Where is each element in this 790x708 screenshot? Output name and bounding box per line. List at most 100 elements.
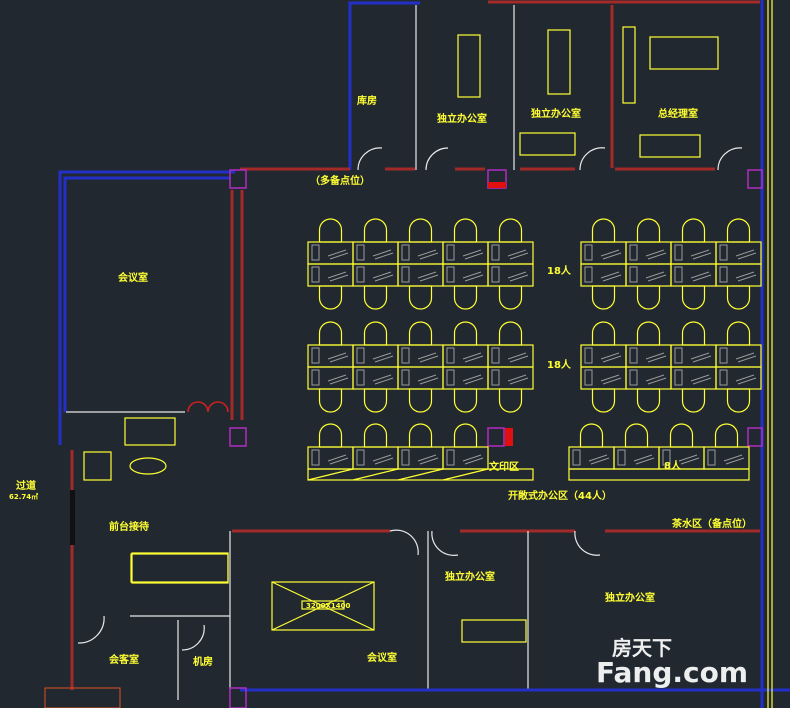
keyboard-icon — [462, 249, 484, 260]
chair — [636, 321, 661, 346]
keyboard-icon — [600, 249, 622, 260]
desk-drawer — [446, 449, 455, 466]
room-label-storage: 库房 — [357, 94, 377, 107]
keyboard-icon — [327, 271, 349, 282]
chair — [363, 218, 388, 243]
chair — [636, 218, 661, 243]
desk-drawer — [662, 449, 671, 466]
desk-drawer — [584, 347, 593, 364]
chair — [408, 388, 433, 413]
desk-drawer — [674, 369, 683, 386]
chair — [681, 321, 706, 346]
keyboard-icon — [735, 249, 757, 260]
chair — [714, 423, 739, 448]
chair — [363, 423, 388, 448]
chair — [681, 218, 706, 243]
desk-drawer — [584, 369, 593, 386]
row-2-count: 18人 — [547, 358, 572, 371]
desk-drawer — [629, 347, 638, 364]
keyboard-icon — [462, 271, 484, 282]
chair — [591, 388, 616, 413]
chair — [591, 321, 616, 346]
chair — [498, 285, 523, 310]
chair — [318, 423, 343, 448]
chair — [681, 285, 706, 310]
keyboard-icon — [645, 352, 667, 363]
workstation-desks — [307, 218, 762, 481]
keyboard-icon — [600, 374, 622, 385]
desk-drawer — [446, 266, 455, 283]
keyboard-icon — [417, 271, 439, 282]
desk-drawer — [446, 347, 455, 364]
keyboard-icon — [690, 249, 712, 260]
desk-drawer — [311, 449, 320, 466]
chair — [636, 285, 661, 310]
keyboard-icon — [462, 454, 484, 465]
chair — [363, 285, 388, 310]
keyboard-icon — [507, 249, 529, 260]
row-1-count: 18人 — [547, 264, 572, 277]
chair — [498, 218, 523, 243]
chair — [408, 423, 433, 448]
keyboard-icon — [507, 352, 529, 363]
desk-drawer — [674, 266, 683, 283]
desk-drawer — [446, 244, 455, 261]
desk-counter — [307, 468, 534, 481]
labels: 库房 独立办公室 独立办公室 总经理室 （多备点位） 会议室 18人 18人 8… — [9, 94, 752, 668]
corridor-area: 62.74㎡ — [9, 492, 38, 501]
room-label-office-1: 独立办公室 — [437, 112, 487, 125]
chair — [318, 388, 343, 413]
keyboard-icon — [507, 374, 529, 385]
meeting-room-2-label: 会议室 — [367, 651, 397, 664]
keyboard-icon — [600, 352, 622, 363]
desk-divider — [397, 468, 444, 481]
desk-drawer — [719, 266, 728, 283]
keyboard-icon — [327, 352, 349, 363]
keyboard-icon — [678, 454, 700, 465]
print-area-label: 文印区 — [489, 460, 519, 473]
office-3-label: 独立办公室 — [445, 570, 495, 583]
row-3-count: 8人 — [664, 459, 682, 472]
desk-drawer — [491, 244, 500, 261]
chair — [318, 285, 343, 310]
chair — [453, 388, 478, 413]
desk-drawer — [311, 244, 320, 261]
desk-drawer — [719, 347, 728, 364]
desk-drawer — [491, 369, 500, 386]
watermark-cn: 房天下 — [612, 636, 672, 660]
keyboard-icon — [690, 352, 712, 363]
chair — [408, 218, 433, 243]
keyboard-icon — [372, 249, 394, 260]
desk-drawer — [401, 347, 410, 364]
keyboard-icon — [372, 454, 394, 465]
keyboard-icon — [588, 454, 610, 465]
corridor-label: 过道 — [16, 479, 36, 492]
keyboard-icon — [645, 249, 667, 260]
desk-drawer — [629, 369, 638, 386]
desk-drawer — [356, 266, 365, 283]
desk-drawer — [674, 347, 683, 364]
chair — [591, 285, 616, 310]
keyboard-icon — [417, 352, 439, 363]
desk-drawer — [719, 369, 728, 386]
desk-drawer — [584, 244, 593, 261]
keyboard-icon — [417, 374, 439, 385]
keyboard-icon — [372, 271, 394, 282]
chair — [591, 218, 616, 243]
desk-drawer — [629, 244, 638, 261]
desk-drawer — [356, 347, 365, 364]
desk-drawer — [311, 347, 320, 364]
desk-divider — [307, 468, 354, 481]
keyboard-icon — [327, 374, 349, 385]
room-label-meeting-room-1: 会议室 — [118, 271, 148, 284]
chair — [318, 321, 343, 346]
chair — [726, 285, 751, 310]
chair — [363, 321, 388, 346]
chair — [363, 388, 388, 413]
chair — [624, 423, 649, 448]
chair — [726, 388, 751, 413]
chair — [669, 423, 694, 448]
desk-drawer — [356, 449, 365, 466]
keyboard-icon — [462, 352, 484, 363]
desk-drawer — [707, 449, 716, 466]
